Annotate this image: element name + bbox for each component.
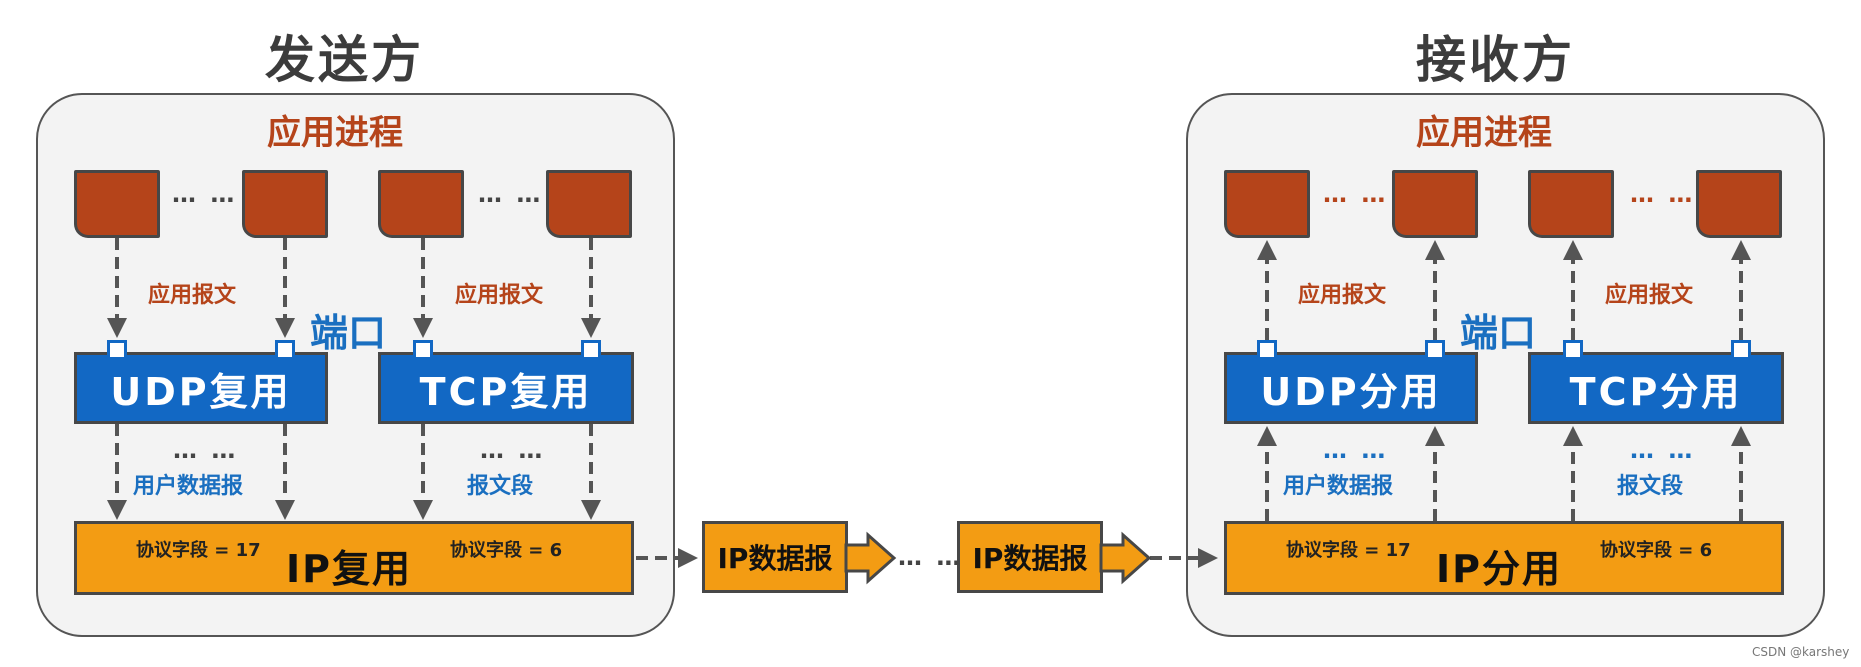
receiver-ip-demux xyxy=(1224,521,1784,595)
sender-ip-mux xyxy=(74,521,634,595)
receiver-title: 接收方 xyxy=(1416,31,1575,89)
receiver-app-process-4 xyxy=(1696,170,1782,238)
sender-udp-mux: UDP复用 xyxy=(74,352,328,424)
receiver-udp-port-1 xyxy=(1257,340,1277,360)
sender-tcp-mux: TCP复用 xyxy=(378,352,634,424)
sender-ip-label: IP复用 xyxy=(286,547,412,591)
receiver-ip-field-udp: 协议字段 = 17 xyxy=(1286,540,1411,561)
receiver-app-message-right: 应用报文 xyxy=(1605,283,1694,308)
sender-app-process-4 xyxy=(546,170,632,238)
transit-dots: … … xyxy=(898,543,964,571)
datagram-2-arrowhead xyxy=(1099,531,1152,585)
receiver-app-process-2 xyxy=(1392,170,1478,238)
sender-title: 发送方 xyxy=(265,31,424,89)
ip-datagram-2: IP数据报 xyxy=(957,521,1103,593)
sender-tcp-dots: … … xyxy=(480,436,546,464)
sender-ip-field-udp: 协议字段 = 17 xyxy=(136,540,261,561)
receiver-udp-datagram-label: 用户数据报 xyxy=(1283,474,1394,499)
datagram-1-arrowhead xyxy=(844,531,897,585)
sender-tcp-port-2 xyxy=(581,340,601,360)
receiver-tcp-dots: … … xyxy=(1630,436,1696,464)
sender-ip-field-tcp: 协议字段 = 6 xyxy=(450,540,563,561)
receiver-ip-field-tcp: 协议字段 = 6 xyxy=(1600,540,1713,561)
receiver-udp-dots: … … xyxy=(1323,436,1389,464)
receiver-port-label: 端口 xyxy=(1460,311,1537,355)
receiver-ip-label: IP分用 xyxy=(1436,547,1562,591)
sender-udp-dots: … … xyxy=(173,436,239,464)
receiver-udp-port-2 xyxy=(1425,340,1445,360)
watermark: CSDN @karshey xyxy=(1752,645,1850,659)
receiver-udp-demux: UDP分用 xyxy=(1224,352,1478,424)
receiver-tcp-port-1 xyxy=(1563,340,1583,360)
sender-port-label: 端口 xyxy=(310,311,387,355)
sender-udp-port-2 xyxy=(275,340,295,360)
receiver-app-process-3 xyxy=(1528,170,1614,238)
sender-udp-port-1 xyxy=(107,340,127,360)
sender-app-message-right: 应用报文 xyxy=(455,283,544,308)
sender-app-dots-2: … … xyxy=(478,180,544,208)
receiver-tcp-port-2 xyxy=(1731,340,1751,360)
sender-app-message-left: 应用报文 xyxy=(148,283,237,308)
receiver-tcp-segment-label: 报文段 xyxy=(1617,474,1684,499)
receiver-app-dots-1: … … xyxy=(1323,180,1389,208)
receiver-process-label: 应用进程 xyxy=(1416,113,1552,153)
sender-process-label: 应用进程 xyxy=(267,113,403,153)
sender-tcp-port-1 xyxy=(413,340,433,360)
sender-app-process-2 xyxy=(242,170,328,238)
receiver-tcp-demux: TCP分用 xyxy=(1528,352,1784,424)
sender-app-process-3 xyxy=(378,170,464,238)
receiver-app-dots-2: … … xyxy=(1630,180,1696,208)
sender-app-process-1 xyxy=(74,170,160,238)
receiver-app-process-1 xyxy=(1224,170,1310,238)
receiver-app-message-left: 应用报文 xyxy=(1298,283,1387,308)
sender-app-dots-1: … … xyxy=(172,180,238,208)
sender-udp-datagram-label: 用户数据报 xyxy=(133,474,244,499)
sender-tcp-segment-label: 报文段 xyxy=(467,474,534,499)
